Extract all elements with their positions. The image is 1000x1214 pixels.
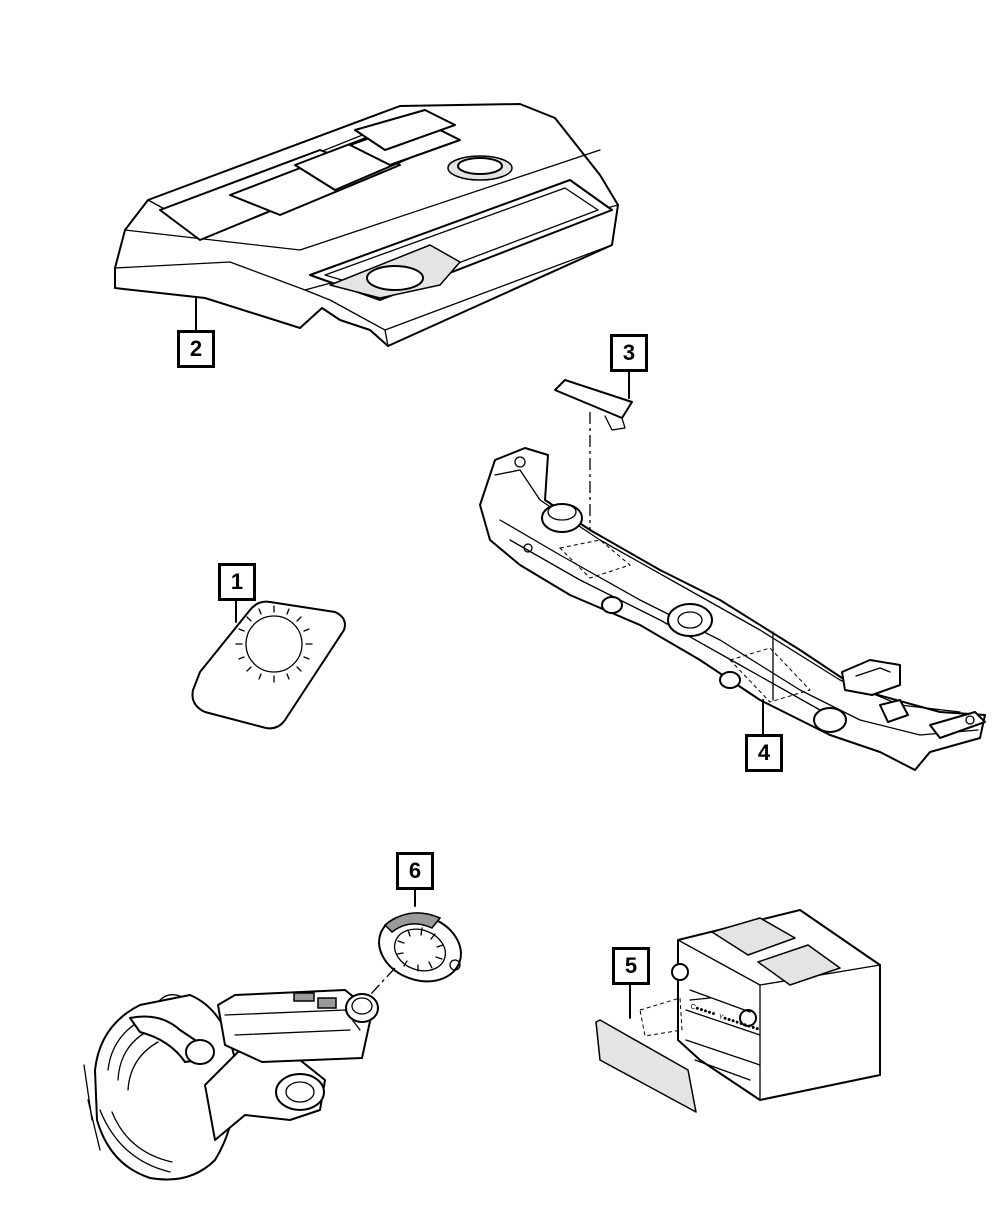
callout-2: 2 bbox=[177, 330, 215, 368]
label-3-illustration bbox=[554, 379, 633, 431]
crossmember-illustration bbox=[479, 447, 986, 771]
battery-illustration: C●●●●● Y●●●●●●●●● bbox=[671, 909, 881, 1101]
label-1-illustration bbox=[191, 600, 346, 730]
callout-5: 5 bbox=[612, 947, 650, 985]
leader-dash-6 bbox=[369, 967, 396, 996]
callout-4: 4 bbox=[745, 734, 783, 772]
callout-1: 1 bbox=[218, 563, 256, 601]
engine-cover-illustration bbox=[114, 103, 619, 347]
callout-3: 3 bbox=[610, 334, 648, 372]
battery-label-footprint bbox=[639, 997, 683, 1037]
callout-6: 6 bbox=[396, 852, 434, 890]
cap-label-6-illustration bbox=[378, 912, 462, 983]
brake-booster-illustration bbox=[83, 989, 379, 1181]
battery-label-5-illustration bbox=[595, 1019, 697, 1113]
